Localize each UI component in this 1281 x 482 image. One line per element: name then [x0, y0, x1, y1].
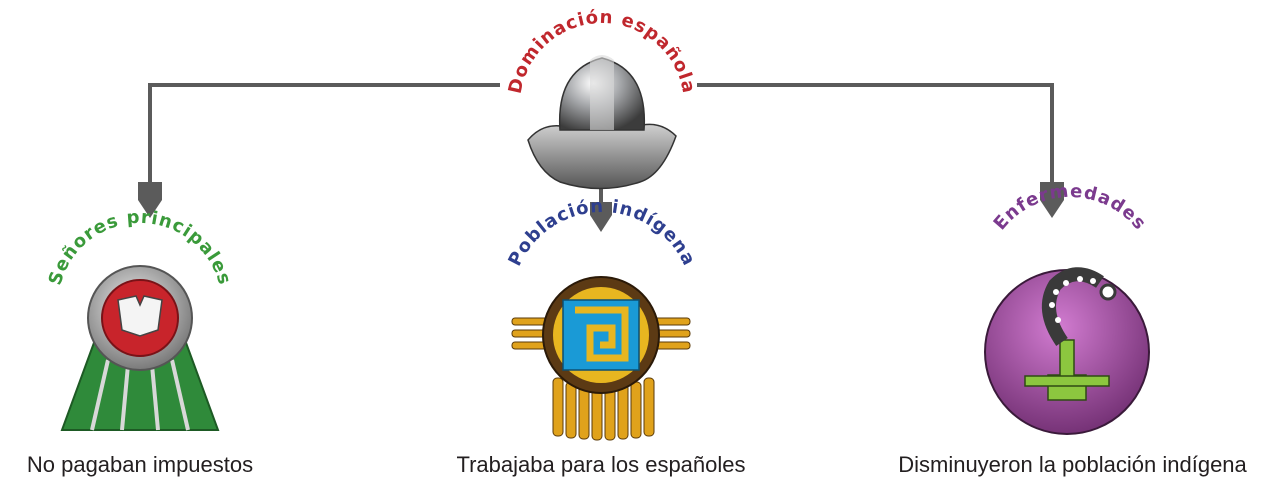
arrow-right-icon — [1040, 182, 1064, 218]
connector-right — [697, 83, 1054, 185]
node-title-enfermedades: Enfermedades — [990, 181, 1151, 235]
arrow-left-icon — [138, 182, 162, 218]
disease-cross-icon — [984, 267, 1150, 435]
caption-senores: No pagaban impuestos — [26, 452, 254, 477]
shield-medal-icon — [60, 265, 220, 431]
node-title-poblacion: Población indígena — [504, 196, 699, 270]
connector-arrows — [138, 182, 1064, 232]
connector-left — [148, 83, 500, 185]
caption-poblacion: Trabajaba para los españoles — [456, 452, 746, 477]
arrow-center-icon — [590, 202, 612, 232]
conquistador-helmet-icon — [527, 55, 677, 190]
caption-enfermedades: Disminuyeron la población indígena — [898, 452, 1247, 477]
aztec-shield-icon — [511, 276, 691, 441]
